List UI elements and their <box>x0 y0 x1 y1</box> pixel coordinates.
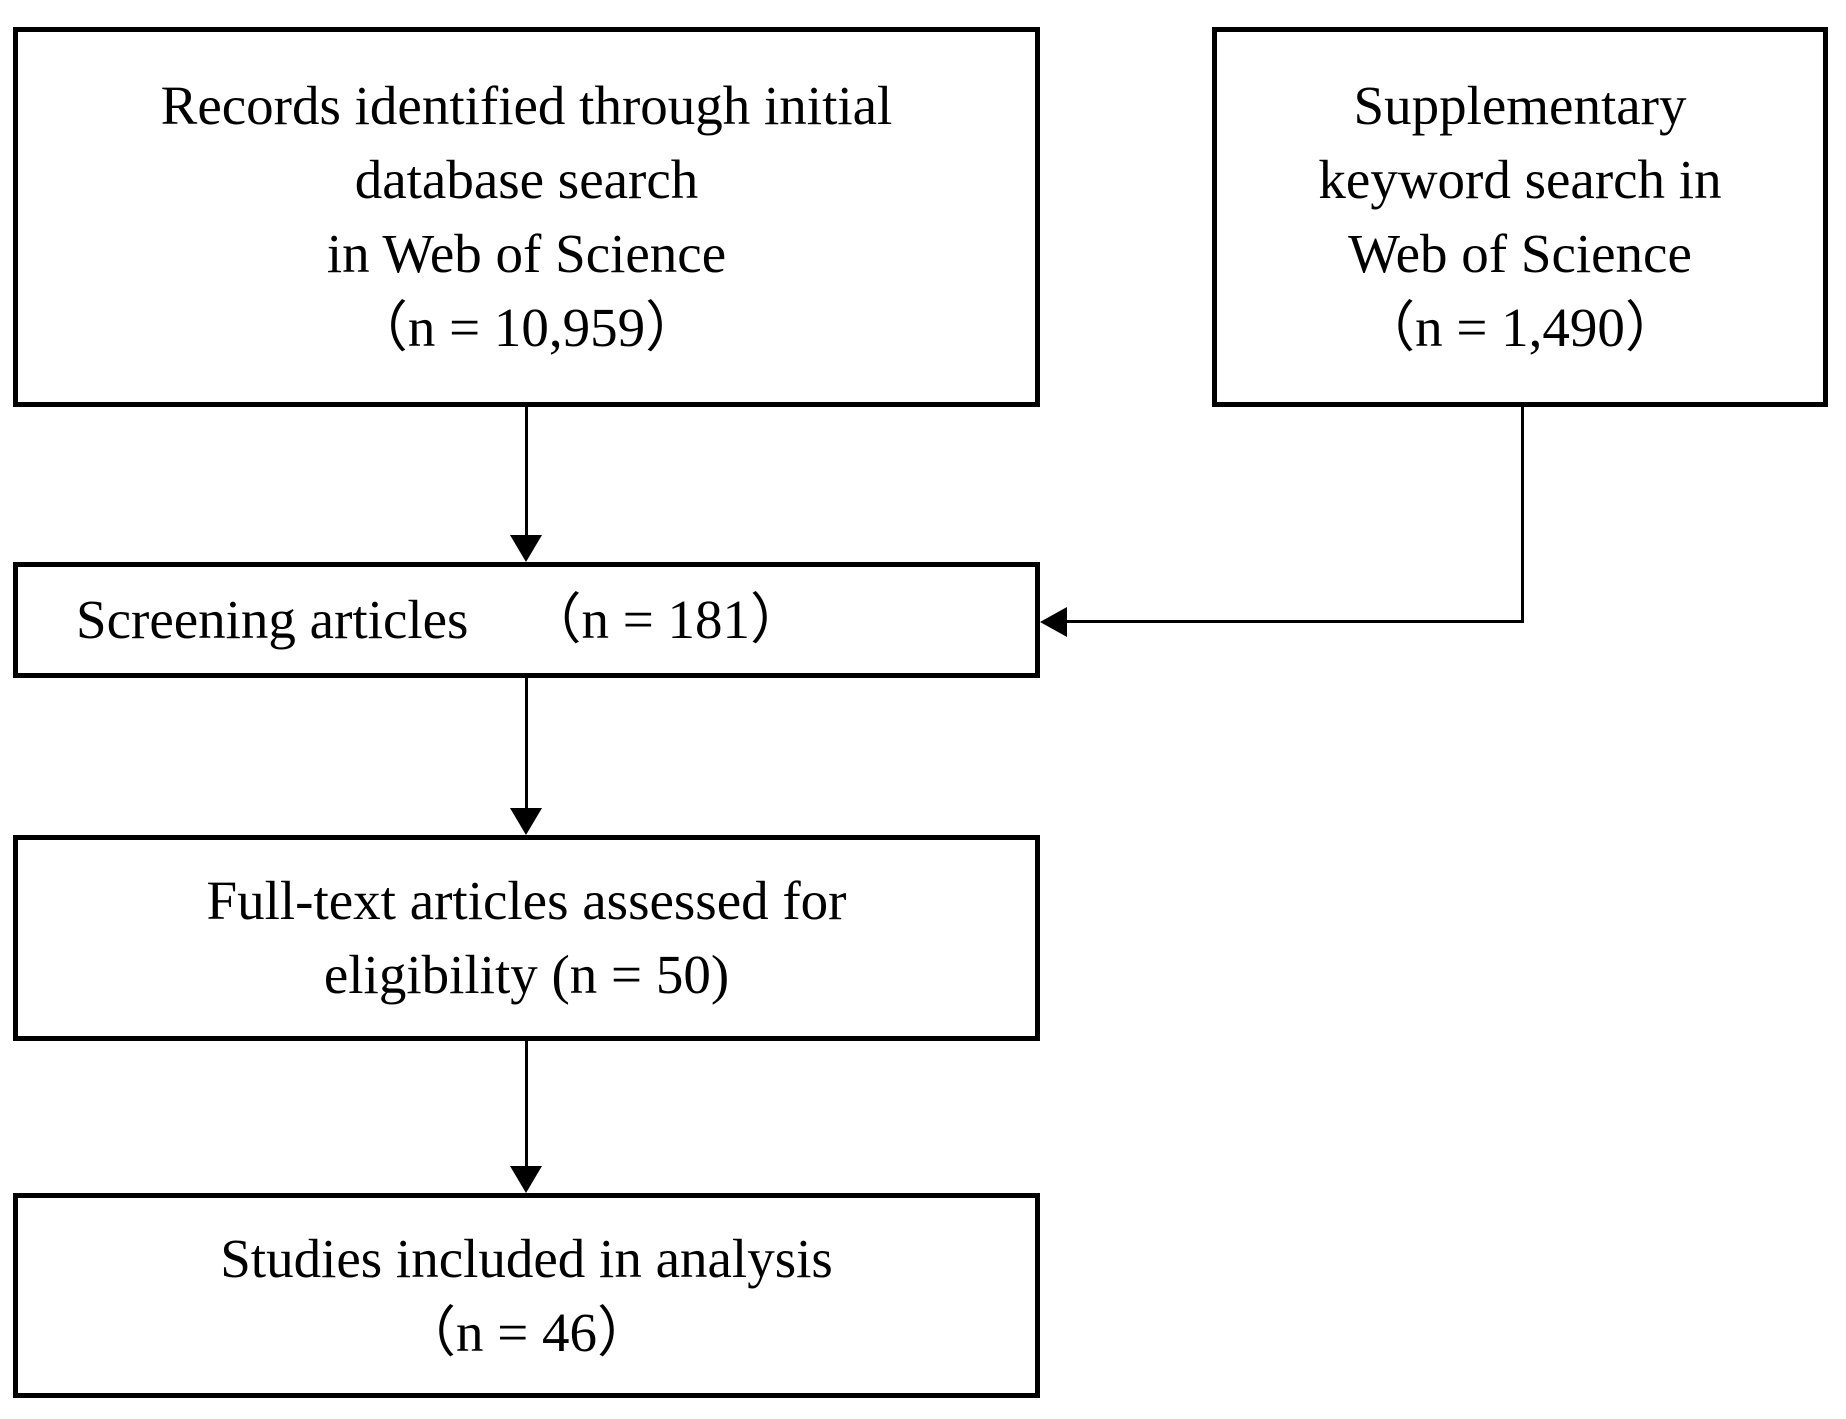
node-text-line: Studies included in analysis <box>220 1227 833 1289</box>
arrowhead-left-icon <box>1040 607 1067 637</box>
node-count-label: （n = 10,959） <box>352 297 701 358</box>
node-text-line: Full-text articles assessed for <box>206 870 847 931</box>
connector-records-to-screening-line <box>525 407 528 537</box>
node-text-line: Supplementary <box>1353 75 1687 136</box>
node-count-label: （n = 46） <box>400 1301 653 1363</box>
connector-supplementary-to-screening-vertical-line <box>1521 407 1524 623</box>
connector-supplementary-to-screening-horizontal-line <box>1066 620 1524 623</box>
node-text-line: in Web of Science <box>326 223 727 284</box>
node-text-line: Web of Science <box>1348 223 1692 284</box>
node-text-line: database search <box>354 149 699 210</box>
flow-node-fulltext-assessed: Full-text articles assessed for eligibil… <box>13 835 1040 1041</box>
arrowhead-down-icon <box>510 808 542 835</box>
node-count-label: （n = 1,490） <box>1360 297 1680 358</box>
node-text-line: Screening articles <box>76 589 469 650</box>
connector-fulltext-to-included-line <box>525 1041 528 1166</box>
flow-node-studies-included: Studies included in analysis （n = 46） <box>13 1193 1040 1398</box>
node-text-line: keyword search in <box>1318 149 1722 210</box>
node-text-line: eligibility (n = 50) <box>323 944 730 1005</box>
flow-node-screening-articles: Screening articles （n = 181） <box>13 562 1040 678</box>
node-text-line: Records identified through initial <box>160 75 893 136</box>
arrowhead-down-icon <box>510 1166 542 1193</box>
connector-screening-to-fulltext-line <box>525 678 528 808</box>
flow-node-supplementary-search: Supplementary keyword search in Web of S… <box>1212 27 1828 407</box>
arrowhead-down-icon <box>510 535 542 562</box>
flow-node-records-identified: Records identified through initial datab… <box>13 27 1040 407</box>
node-count-label: （n = 181） <box>526 589 805 650</box>
